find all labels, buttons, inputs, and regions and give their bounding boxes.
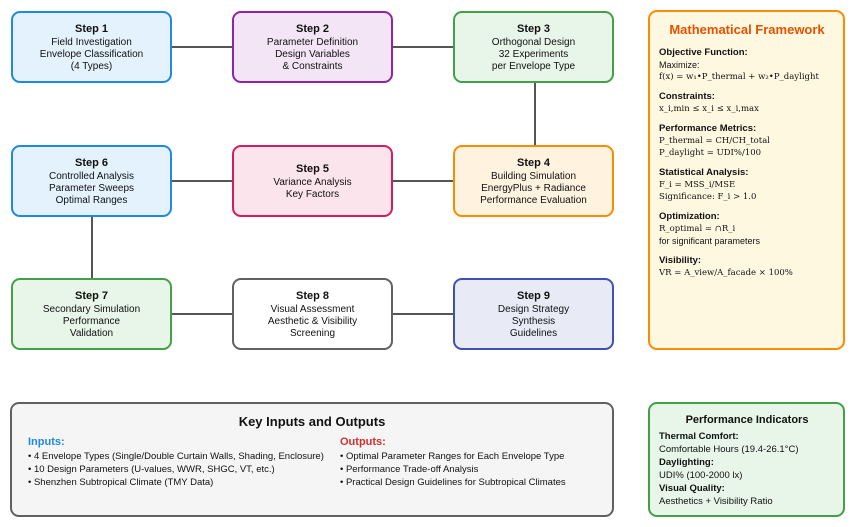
step-title: Step 4	[516, 156, 550, 169]
step-line: Parameter Definition	[266, 36, 359, 48]
input-item: • 4 Envelope Types (Single/Double Curtai…	[28, 451, 324, 462]
step-1-box: Step 1 Field Investigation Envelope Clas…	[11, 11, 172, 83]
performance-indicators-panel: Performance Indicators Thermal Comfort: …	[648, 402, 845, 517]
thermal-heading: Thermal Comfort:	[659, 431, 739, 442]
visibility-formula: VR = A_view/A_facade × 100%	[659, 268, 793, 278]
output-item: • Practical Design Guidelines for Subtro…	[340, 477, 566, 488]
step-7-box: Step 7 Secondary Simulation Performance …	[11, 278, 172, 350]
statistical-formula: F_i = MSS_i/MSE	[659, 180, 736, 190]
statistical-section: Statistical Analysis: F_i = MSS_i/MSE Si…	[659, 167, 835, 203]
step-title: Step 8	[295, 289, 329, 302]
step-line: Performance Evaluation	[480, 194, 587, 206]
step-line: 32 Experiments	[498, 48, 569, 60]
daylighting-text: UDI% (100-2000 lx)	[659, 470, 743, 481]
metrics-section: Performance Metrics: P_thermal = CH/CH_t…	[659, 123, 835, 159]
step-2-box: Step 2 Parameter Definition Design Varia…	[232, 11, 393, 83]
constraints-formula: x_i,min ≤ x_i ≤ x_i,max	[659, 104, 759, 114]
step-line: Guidelines	[509, 327, 558, 339]
step-4-box: Step 4 Building Simulation EnergyPlus + …	[453, 145, 614, 217]
input-item: • Shenzhen Subtropical Climate (TMY Data…	[28, 477, 214, 488]
step-line: Envelope Classification	[39, 48, 144, 60]
step-line: per Envelope Type	[491, 60, 576, 72]
outputs-column: Outputs: • Optimal Parameter Ranges for …	[340, 436, 566, 489]
performance-indicators-title: Performance Indicators	[685, 414, 809, 426]
objective-section: Objective Function: Maximize: f(x) = w₁•…	[659, 47, 835, 83]
metrics-formula-daylight: P_daylight = UDI%/100	[659, 148, 762, 158]
visibility-heading: Visibility:	[659, 255, 702, 266]
math-framework-panel: Mathematical Framework Objective Functio…	[648, 10, 845, 350]
optimization-section: Optimization: R_optimal = ∩R_i for signi…	[659, 211, 835, 247]
step-line: (4 Types)	[70, 60, 113, 72]
step-line: Screening	[289, 327, 336, 339]
objective-heading: Objective Function:	[659, 47, 748, 58]
step-5-box: Step 5 Variance Analysis Key Factors	[232, 145, 393, 217]
math-framework-title: Mathematical Framework	[669, 22, 825, 37]
connector-step7-step8	[172, 313, 232, 315]
step-9-box: Step 9 Design Strategy Synthesis Guideli…	[453, 278, 614, 350]
step-line: Validation	[69, 327, 114, 339]
inputs-column: Inputs: • 4 Envelope Types (Single/Doubl…	[28, 436, 324, 489]
connector-step1-step2	[172, 46, 232, 48]
constraints-section: Constraints: x_i,min ≤ x_i ≤ x_i,max	[659, 91, 835, 115]
connector-step8-step9	[393, 313, 453, 315]
output-item: • Performance Trade-off Analysis	[340, 464, 479, 475]
daylighting-heading: Daylighting:	[659, 457, 714, 468]
step-title: Step 2	[295, 22, 329, 35]
step-line: Variance Analysis	[273, 176, 352, 188]
step-3-box: Step 3 Orthogonal Design 32 Experiments …	[453, 11, 614, 83]
step-line: Aesthetic & Visibility	[267, 315, 358, 327]
step-line: Parameter Sweeps	[48, 182, 135, 194]
step-title: Step 3	[516, 22, 550, 35]
step-line: Design Variables	[275, 48, 350, 60]
connector-step6-step7	[91, 216, 93, 278]
statistical-heading: Statistical Analysis:	[659, 167, 749, 178]
step-title: Step 6	[74, 156, 108, 169]
objective-text: Maximize:	[659, 60, 700, 70]
input-item: • 10 Design Parameters (U-values, WWR, S…	[28, 464, 275, 475]
connector-step5-step6	[172, 180, 232, 182]
step-line: Visual Assessment	[270, 303, 355, 315]
step-line: & Constraints	[282, 60, 343, 72]
step-line: Performance	[62, 315, 121, 327]
step-line: Orthogonal Design	[491, 36, 576, 48]
thermal-text: Comfortable Hours (19.4-26.1°C)	[659, 444, 799, 455]
step-title: Step 7	[74, 289, 108, 302]
step-line: Building Simulation	[490, 170, 577, 182]
connector-step3-step4	[534, 83, 536, 145]
objective-formula: f(x) = w₁•P_thermal + w₂•P_daylight	[659, 72, 819, 82]
connector-step4-step5	[393, 180, 453, 182]
step-title: Step 5	[295, 162, 329, 175]
visibility-section: Visibility: VR = A_view/A_facade × 100%	[659, 255, 835, 279]
inputs-outputs-panel: Key Inputs and Outputs Inputs: • 4 Envel…	[10, 402, 614, 517]
step-line: Controlled Analysis	[48, 170, 135, 182]
metrics-heading: Performance Metrics:	[659, 123, 757, 134]
visual-text: Aesthetics + Visibility Ratio	[659, 496, 773, 507]
visual-heading: Visual Quality:	[659, 483, 725, 494]
inputs-heading: Inputs:	[28, 436, 65, 448]
step-line: Secondary Simulation	[42, 303, 141, 315]
step-line: Synthesis	[511, 315, 556, 327]
constraints-heading: Constraints:	[659, 91, 715, 102]
outputs-heading: Outputs:	[340, 436, 386, 448]
step-line: Key Factors	[285, 188, 340, 200]
significance-formula: Significance: F_i > 1.0	[659, 192, 757, 202]
step-6-box: Step 6 Controlled Analysis Parameter Swe…	[11, 145, 172, 217]
metrics-formula-thermal: P_thermal = CH/CH_total	[659, 136, 771, 146]
output-item: • Optimal Parameter Ranges for Each Enve…	[340, 451, 565, 462]
step-title: Step 1	[74, 22, 108, 35]
step-title: Step 9	[516, 289, 550, 302]
step-line: EnergyPlus + Radiance	[481, 182, 586, 194]
step-8-box: Step 8 Visual Assessment Aesthetic & Vis…	[232, 278, 393, 350]
step-line: Design Strategy	[497, 303, 570, 315]
step-line: Field Investigation	[51, 36, 132, 48]
optimization-text: for significant parameters	[659, 236, 761, 246]
optimization-heading: Optimization:	[659, 211, 720, 222]
optimization-formula: R_optimal = ∩R_i	[659, 224, 736, 234]
connector-step2-step3	[393, 46, 453, 48]
step-line: Optimal Ranges	[55, 194, 128, 206]
inputs-outputs-title: Key Inputs and Outputs	[238, 414, 386, 429]
